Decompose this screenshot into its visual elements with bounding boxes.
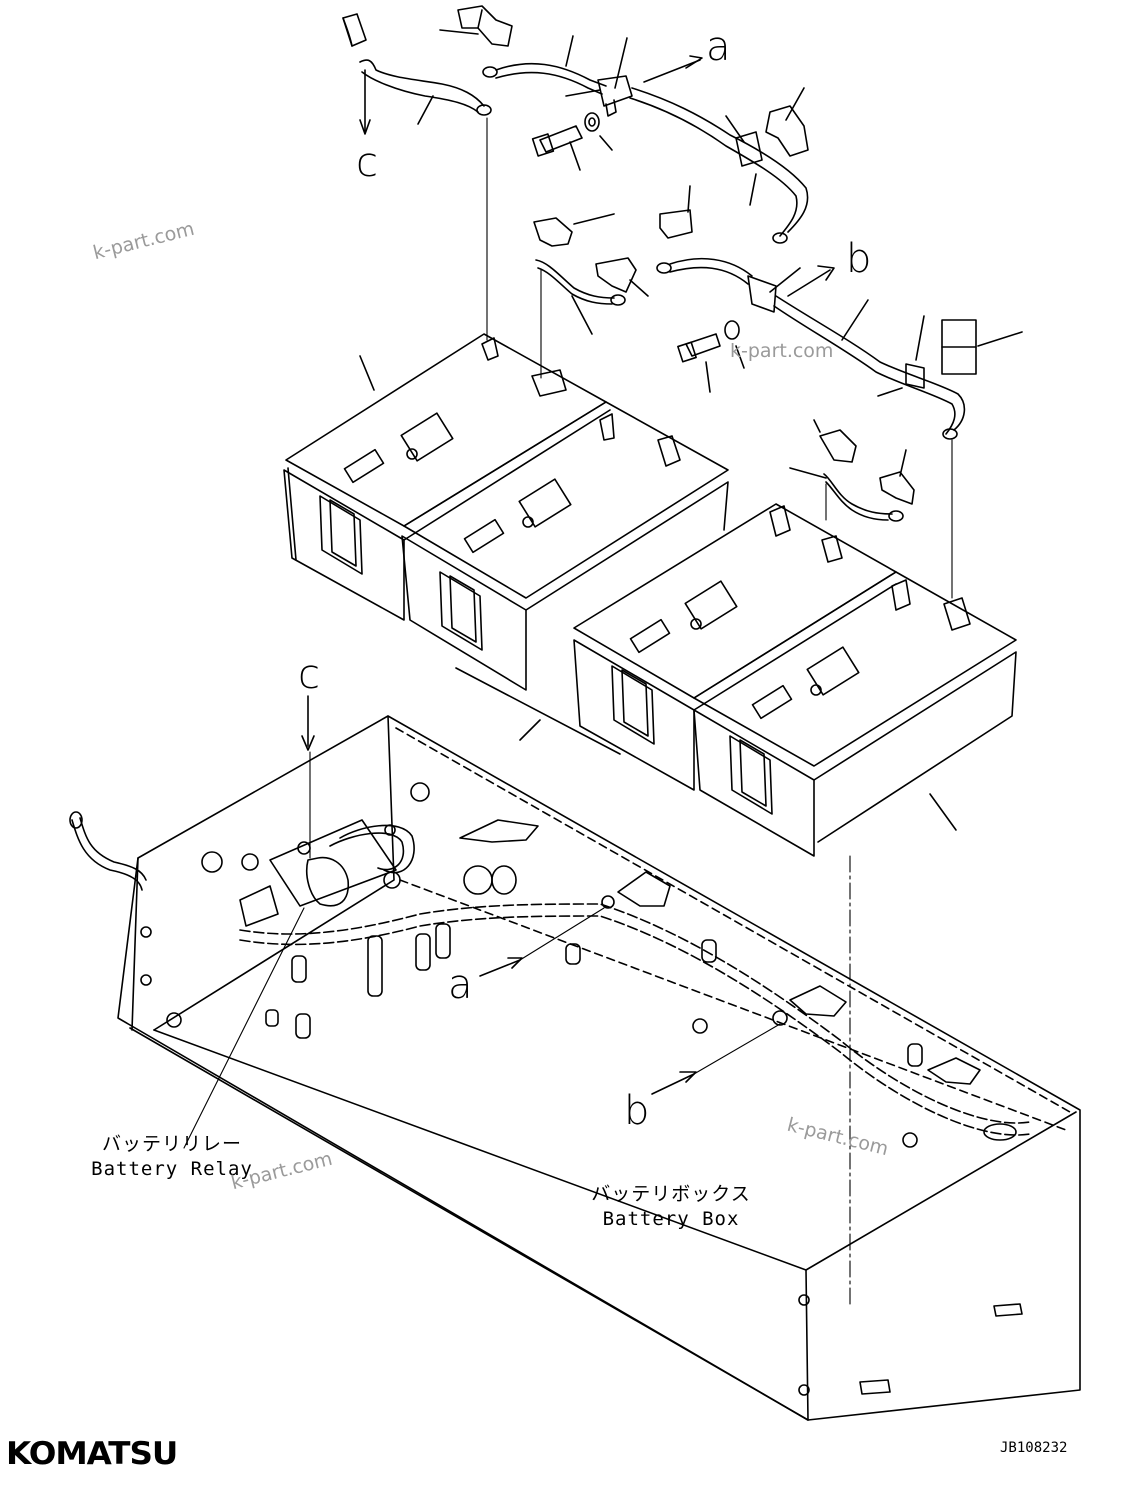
cable-to-relay (342, 13, 492, 135)
battery-relay-caption: バッテリリレー Battery Relay (86, 1132, 258, 1182)
battery-set-bracket (455, 667, 621, 755)
bolt-washer-2 (677, 320, 745, 393)
battery-relay (69, 811, 415, 927)
bolt-washer-1 (531, 112, 600, 157)
callout-a-top: a (706, 24, 731, 70)
terminal-cap-4 (659, 185, 693, 239)
callout-b-low: b (624, 1088, 650, 1134)
cable-a-upper (482, 35, 809, 244)
battery-box (117, 715, 1081, 1421)
battery-4 (693, 571, 1017, 857)
terminal-cap-6 (813, 419, 915, 505)
battery-box-jp: バッテリボックス (591, 1183, 751, 1205)
jumper-cable-1 (535, 259, 626, 335)
terminal-cap-1 (439, 5, 513, 47)
battery-box-en: Battery Box (602, 1208, 740, 1230)
battery-3 (573, 503, 897, 791)
callout-c-top: c (356, 140, 378, 186)
document-id: JB108232 (1000, 1440, 1068, 1456)
terminal-cap-2 (765, 87, 809, 157)
terminal-cap-3 (533, 213, 615, 247)
battery-relay-jp: バッテリリレー (101, 1133, 242, 1155)
callout-a-low: a (448, 962, 473, 1008)
watermark-2: k-part.com (730, 340, 834, 362)
callout-c-mid: c (298, 652, 320, 698)
battery-2 (401, 401, 729, 741)
terminal-cap-5 (595, 257, 649, 297)
jumper-cable-2 (789, 467, 904, 522)
callout-b-top: b (846, 236, 872, 282)
fuse-label-plate (941, 319, 1023, 375)
battery-relay-en: Battery Relay (91, 1158, 253, 1180)
cable-b-upper (656, 257, 966, 440)
komatsu-logo: KOMATSU (6, 1436, 178, 1472)
callout-arrows (183, 695, 781, 1149)
battery-box-caption: バッテリボックス Battery Box (588, 1182, 754, 1232)
box-floor-studs (166, 895, 923, 1148)
